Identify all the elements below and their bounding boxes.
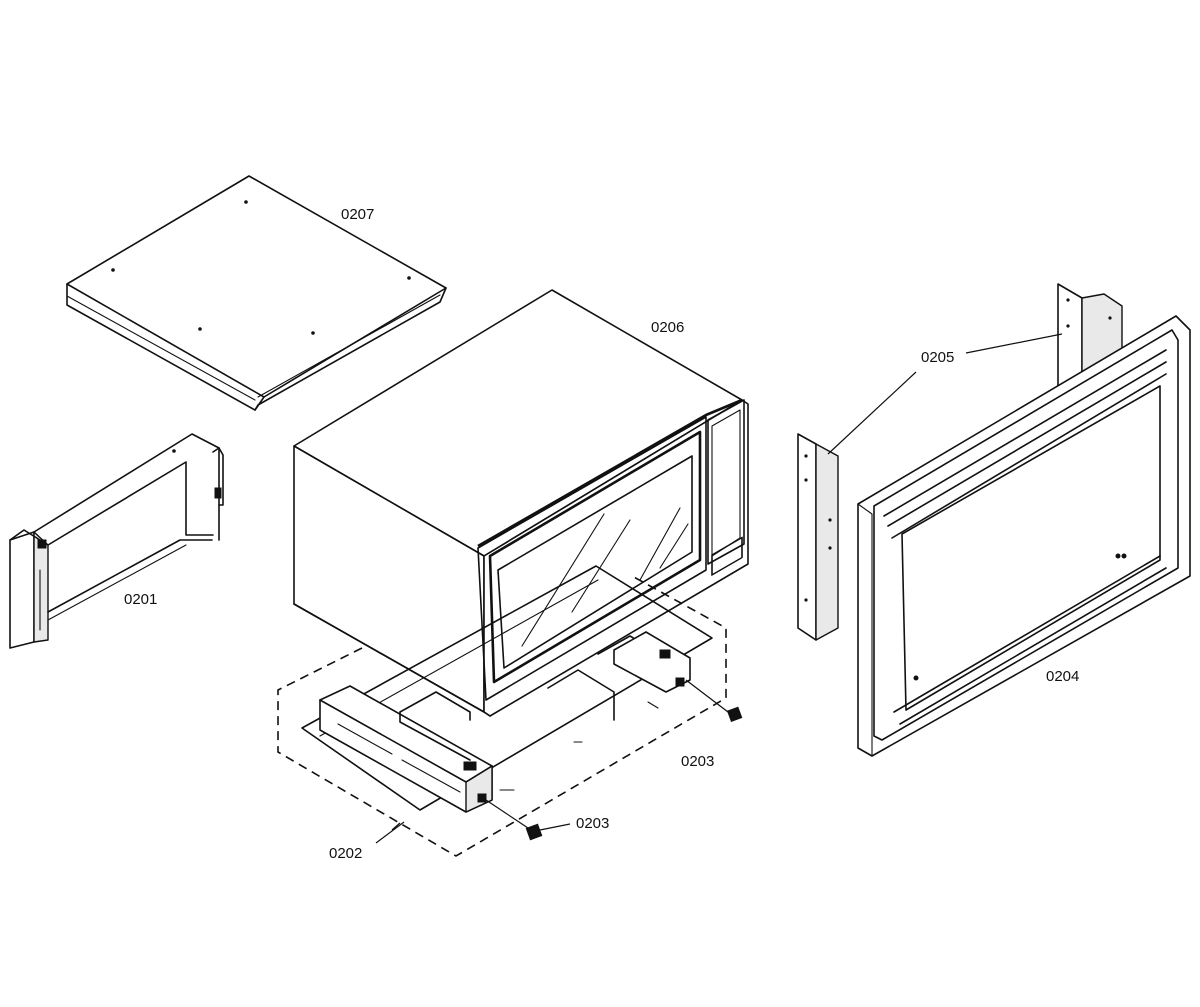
callout-0203-right: 0203 [681,753,714,770]
part-0203-screw-right [685,679,743,722]
part-0205-bracket-left [797,433,839,641]
part-0201-side-trim [9,433,224,649]
callout-0205: 0205 [921,349,954,366]
callout-0206: 0206 [651,319,684,336]
callout-0203-front: 0203 [576,815,609,832]
part-0203-screw-front [485,799,543,841]
part-0207-top-cover [66,175,447,411]
callout-0201: 0201 [124,591,157,608]
callout-0202: 0202 [329,845,362,862]
part-0204-trim-frame [857,315,1191,757]
leader-lines [375,333,1063,844]
callout-0204: 0204 [1046,668,1079,685]
callout-0207: 0207 [341,206,374,223]
part-0202-base-assembly [277,565,727,857]
part-0206-microwave [293,289,749,717]
